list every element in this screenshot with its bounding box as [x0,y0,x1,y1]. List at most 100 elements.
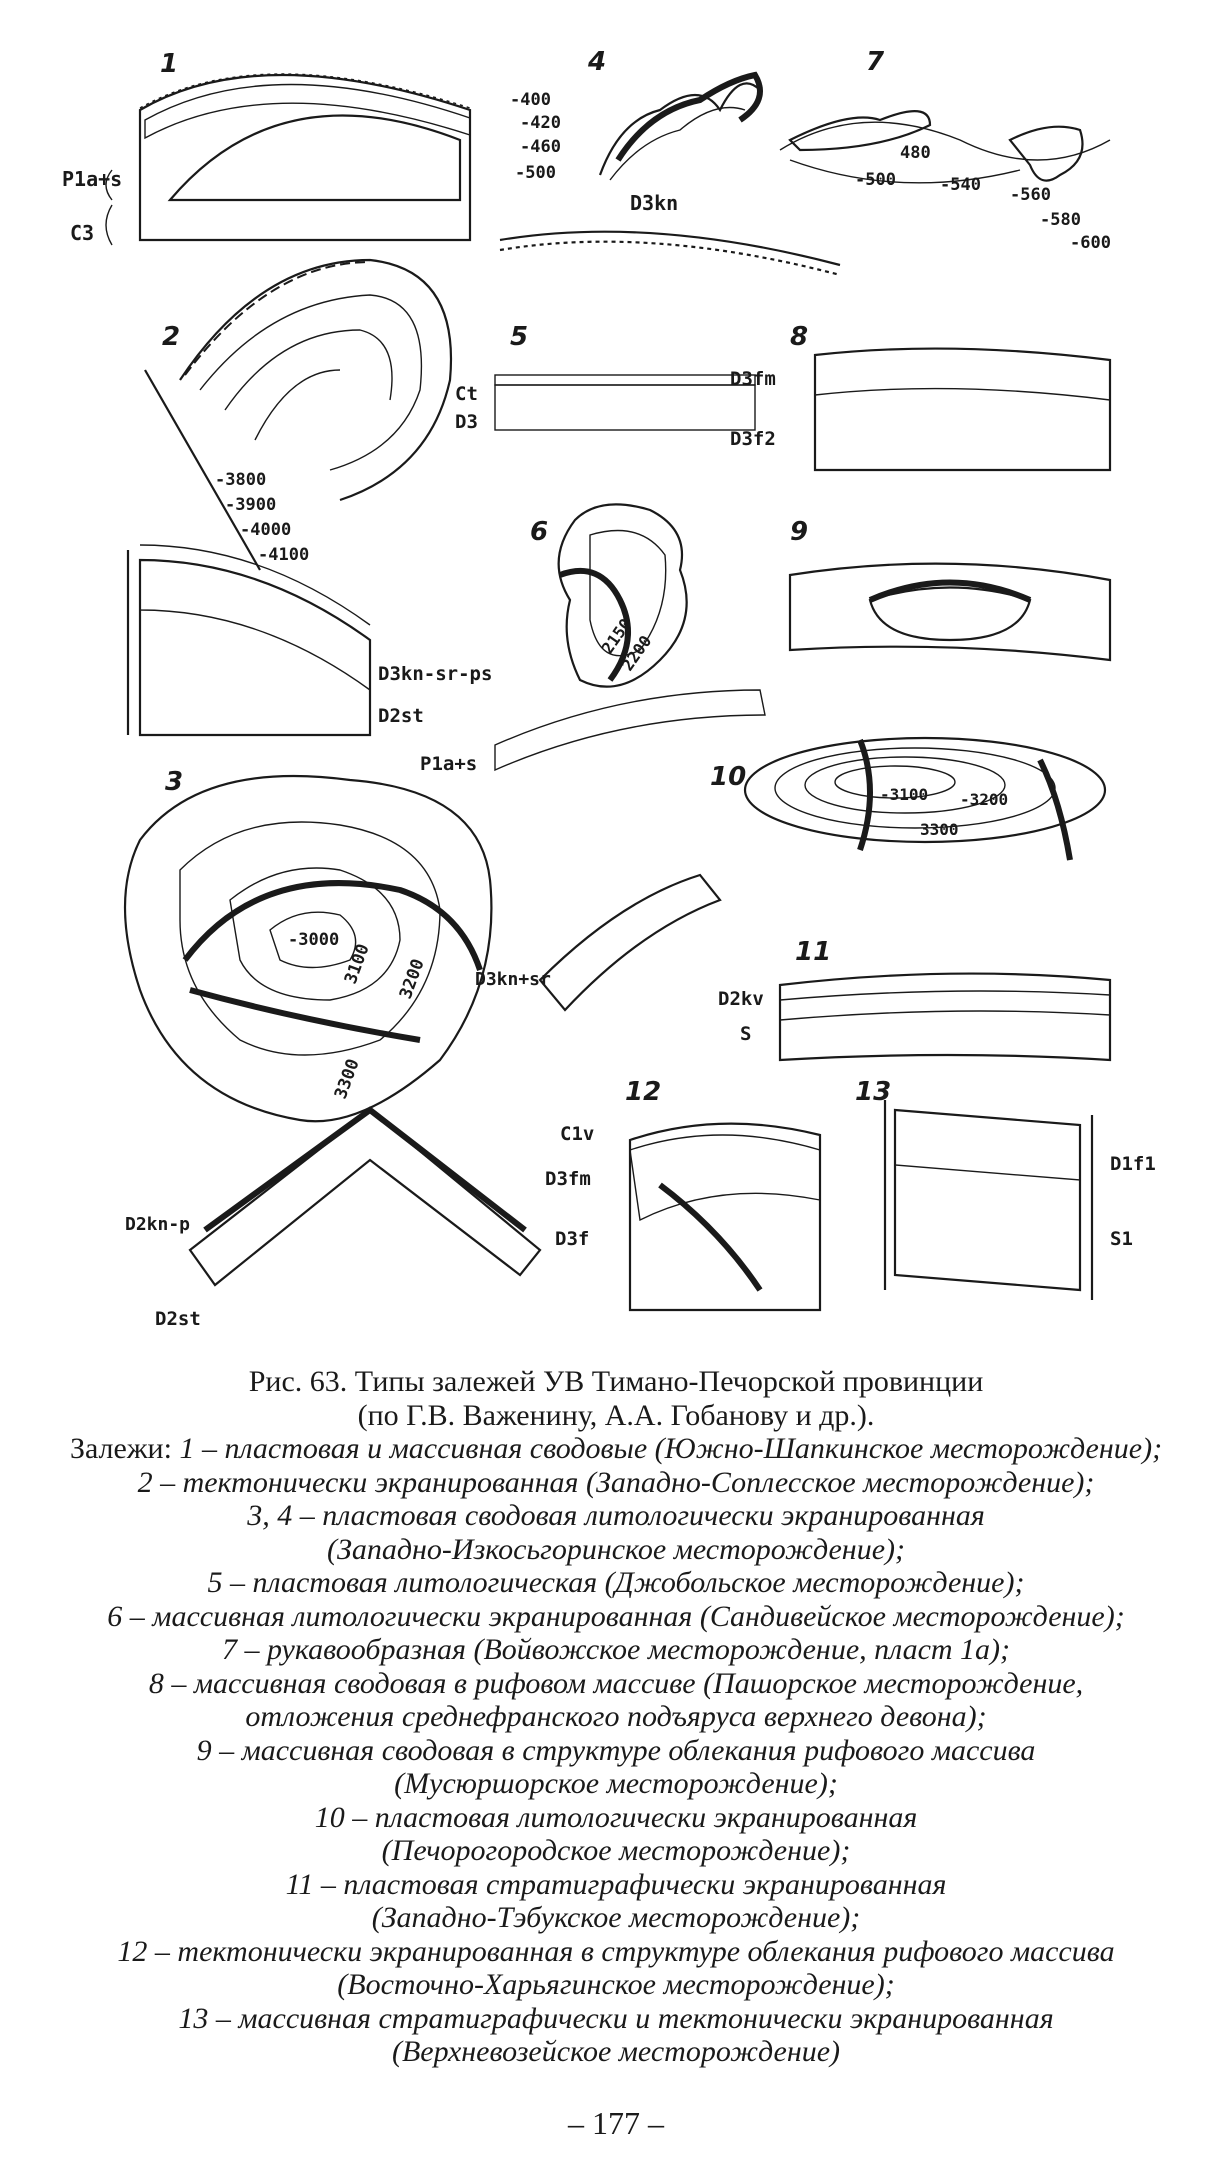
p10-label-3200: -3200 [960,790,1008,809]
p10-contour-3 [804,756,1006,814]
p5-reservoir-layer [494,384,756,431]
p3-screen [182,880,483,971]
p3-label-3000: -3000 [288,930,339,950]
p2-fault [144,369,261,571]
p2-fault-marks [184,261,371,376]
panel-number-9: 9 [790,517,808,547]
p2-label-3900: -3900 [225,495,276,515]
panel-number-6: 6 [530,517,548,547]
p8-label-d3f2: D3f2 [730,428,776,450]
p7-label-580: -580 [1040,210,1081,230]
p8-label-d3fm: D3fm [730,368,776,390]
p3-contour-outer [123,774,493,1123]
caption-item-4: (Западно-Изкосьгоринское месторождение); [327,1532,905,1566]
p3-label-d2st: D2st [155,1308,201,1330]
p1-cover [144,83,471,140]
caption-lead: Залежи: [69,1432,180,1465]
p2-section-top [139,544,371,626]
caption-item-7: 7 – рукавообразная (Войвожское месторожд… [221,1633,1011,1666]
p7-contour-2 [789,159,1021,184]
p5-label-d3: D3 [455,411,478,433]
p12-fault [658,1182,763,1292]
p6-label-p1: P1a+s [420,753,477,775]
caption-item-12: 10 – пластовая литологически экранирован… [314,1800,918,1834]
figure-drawing: 1 P1a+s C3 4 -400 -420 -460 -500 D3kn 7 … [62,47,1156,1330]
p2-label-d3: D3kn-sr-ps [378,663,492,685]
p12-label-d3f: D3f [555,1228,589,1250]
caption-item-13: (Печорогородское месторождение); [381,1834,851,1867]
p9-section [788,562,1112,662]
p13-reservoir [894,1109,1081,1181]
p3-screen-2 [189,987,421,1043]
p4-section-top [499,230,841,267]
p7-label-600: -600 [1070,233,1111,253]
panel-number-2: 2 [162,322,180,352]
p4-label-d3kn: D3kn [630,191,678,215]
caption-line-1: Залежи: 1 – пластовая и массивная сводов… [20,1432,1212,1466]
p7-label-540: -540 [940,175,981,195]
p4-label-400: -400 [510,90,551,110]
p6-section-layer [494,689,766,772]
caption-item-3: 3, 4 – пластовая сводовая литологически … [247,1499,985,1532]
p1-label-pas: P1a+s [62,167,122,191]
panel-9: 9 [788,517,1112,662]
panel-2-section: D3kn-sr-ps D2st [126,544,492,737]
p10-contour-outer [743,736,1107,844]
panel-7: 7 480 -500 -540 -560 -580 -600 [779,47,1111,253]
panel-4: 4 -400 -420 -460 -500 D3kn [499,47,841,277]
page-number: – 177 – [568,2105,664,2141]
panel-number-4: 4 [587,47,606,77]
caption-authors: (по Г.В. Важенину, А.А. Гобанову и др.). [357,1398,875,1432]
p2-contour-outer [179,258,453,502]
p4-contour-2 [609,106,746,181]
p4-section-base [499,240,841,277]
p3-label-3300: 3300 [331,1056,364,1101]
p2-label-4000: -4000 [240,520,291,540]
p1-sand-reservoir [167,114,462,202]
p1-label-c3: C3 [70,221,94,245]
p12-label-d3fm: D3fm [545,1168,591,1190]
p4-label-420: -420 [520,113,561,133]
p2-contour-2 [199,294,423,471]
p10-screen-east [1037,758,1073,861]
panel-number-1: 1 [160,49,178,79]
p2-label-3800: -3800 [215,470,266,490]
p3-contour-4 [269,911,357,969]
panel-8: 8 D3fm D3f2 [730,322,1112,472]
caption-item-9: отложения среднефранского подъяруса верх… [245,1700,987,1733]
caption-item-16: 12 – тектонически экранированная в струк… [117,1934,1115,1968]
p7-label-560: -560 [1010,185,1051,205]
p11-reservoir [779,990,1111,1021]
panel-11: 11 D2kv S [718,937,1112,1062]
p4-contour-1 [598,82,761,176]
caption-item-17: (Восточно-Харьягинское месторождение); [337,1968,895,2001]
p7-label-500: -500 [855,170,896,190]
panel-number-12: 12 [625,1077,661,1107]
p7-reservoir-west [788,110,932,152]
caption-item-19: (Верхневозейское месторождение) [391,2035,841,2068]
p5-top-layer [494,374,756,386]
panel-12: 12 C1v D3fm D3f [545,1077,822,1312]
p2-label-d2: D2st [378,705,424,727]
panel-number-11: 11 [795,937,831,967]
panel-5: 5 Ct D3 [455,322,756,433]
caption-item-18: 13 – массивная стратиграфически и тектон… [178,2001,1054,2035]
caption-item-14: 11 – пластовая стратиграфически экраниро… [285,1867,947,1901]
panel-number-5: 5 [510,322,528,352]
p3-contour-3 [229,867,401,1001]
panel-2: 2 -3800 -3900 -4000 -4100 [144,258,453,571]
p11-section [778,972,1112,1062]
p4-reservoir-outline [615,71,763,162]
caption-item-15: (Западно-Тэбукское месторождение); [371,1901,861,1934]
p7-contour-1 [779,121,1111,161]
p2-contour-4 [254,369,341,441]
p3-label-3200: 3200 [396,956,429,1001]
p8-reef-massif [813,347,1112,472]
panel-number-10: 10 [710,762,746,792]
p1-brace-2 [105,204,113,246]
p12-label-c1v: C1v [560,1123,594,1145]
p6-contour-outer [557,503,688,688]
p10-label-3100: -3100 [880,785,928,804]
p1-limestone [138,73,472,242]
p10-screen-west [857,738,873,851]
